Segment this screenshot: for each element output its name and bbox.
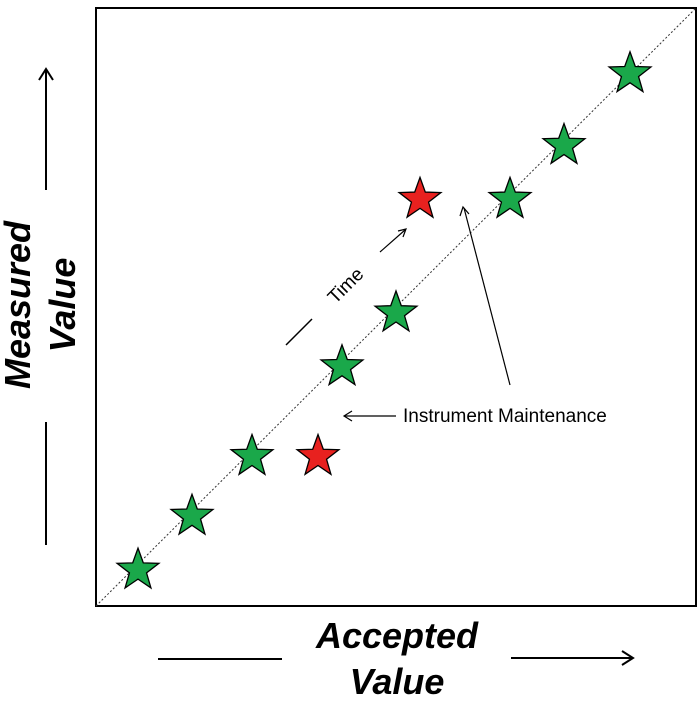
star-point-series-0-3 xyxy=(319,342,365,387)
time-arrow-head xyxy=(397,228,407,238)
star-point-series-1-0 xyxy=(295,432,341,476)
star-point-series-0-2 xyxy=(229,432,275,476)
x-axis-arrow-head xyxy=(621,650,635,666)
maintenance-up-arrow-head xyxy=(459,205,470,217)
x-axis-title-line-1: Accepted xyxy=(315,615,479,656)
maintenance-up-arrow xyxy=(463,207,511,386)
star-point-series-0-0 xyxy=(115,546,161,590)
data-points xyxy=(115,49,653,590)
maintenance-left-arrow-head xyxy=(342,410,353,422)
star-point-series-0-5 xyxy=(487,175,533,219)
maintenance-annotation: Instrument Maintenance xyxy=(342,205,607,427)
star-point-series-0-6 xyxy=(541,121,587,165)
maintenance-label: Instrument Maintenance xyxy=(403,406,607,427)
star-point-series-0-4 xyxy=(373,289,419,333)
time-dash-line xyxy=(285,318,313,346)
star-point-series-0-7 xyxy=(607,49,653,94)
y-axis-arrow-head xyxy=(38,67,54,81)
y-axis-title-line-1: Measured xyxy=(0,220,38,389)
x-axis-title: Accepted Value xyxy=(158,615,635,702)
time-arrow-line xyxy=(379,229,406,253)
y-axis-title: Measured Value xyxy=(0,67,83,545)
star-point-series-1-1 xyxy=(397,175,443,219)
y-axis-title-line-2: Value xyxy=(42,258,83,353)
star-point-series-0-1 xyxy=(169,492,215,536)
x-axis-title-line-2: Value xyxy=(350,661,445,702)
